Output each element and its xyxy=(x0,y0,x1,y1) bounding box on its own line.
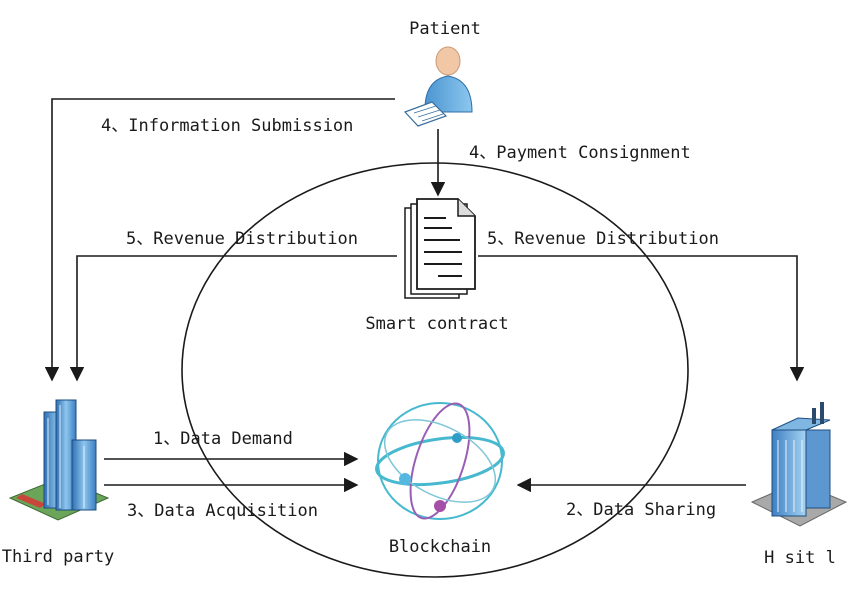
revenue-distribution-right-label: 5、Revenue Distribution xyxy=(487,229,719,249)
hospital-label: H sit l xyxy=(764,548,836,568)
network-ellipse xyxy=(181,162,689,578)
blockchain-globe-icon xyxy=(375,402,505,520)
revenue-distribution-left-label: 5、Revenue Distribution xyxy=(126,229,358,249)
data-sharing-label: 2、Data Sharing xyxy=(566,500,716,520)
payment-consignment-label: 4、Payment Consignment xyxy=(469,143,691,163)
information-submission-label: 4、Information Submission xyxy=(101,116,353,136)
blockchain-node xyxy=(434,500,446,512)
patient-label: Patient xyxy=(409,19,481,39)
third-party-building-icon xyxy=(8,399,110,521)
patient-icon xyxy=(403,46,473,127)
blockchain-node xyxy=(399,473,411,485)
revenue-distribution-left-arrow xyxy=(69,255,397,382)
blockchain-label: Blockchain xyxy=(389,537,491,557)
data-demand-label: 1、Data Demand xyxy=(153,429,293,449)
information-submission-arrow xyxy=(44,98,395,382)
smart-contract-label: Smart contract xyxy=(365,314,508,334)
data-acquisition-label: 3、Data Acquisition xyxy=(127,501,318,521)
blockchain-node xyxy=(452,433,462,443)
hospital-building-icon xyxy=(750,402,848,527)
third-party-label: Third party xyxy=(2,547,115,567)
document-icon xyxy=(404,198,476,299)
revenue-distribution-right-arrow xyxy=(478,255,805,382)
